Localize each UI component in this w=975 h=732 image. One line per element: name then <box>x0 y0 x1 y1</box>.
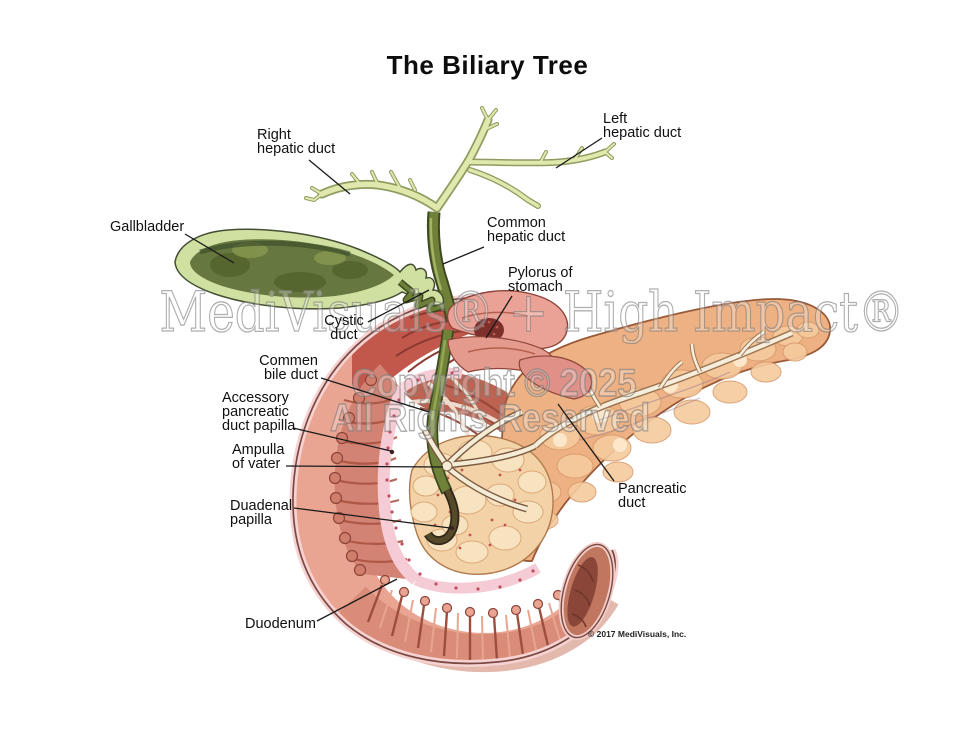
leader-lines <box>184 137 615 622</box>
watermark-brand: MediVisuals® + High Impact® <box>160 280 905 344</box>
label-right-hepatic-duct: Right hepatic duct <box>257 127 336 157</box>
gallbladder-graphic <box>174 228 445 314</box>
common-bile-duct-graphic <box>389 329 460 546</box>
pylorus-graphic <box>446 290 593 400</box>
leader-duodenal-papilla <box>293 507 451 529</box>
watermarks: MediVisuals® + High Impact® Copyright © … <box>159 279 905 440</box>
pancreas-graphic <box>498 298 831 562</box>
label-accessory-papilla: Accessory pancreatic duct papilla <box>222 390 296 434</box>
leader-common-bile-duct <box>320 377 430 413</box>
label-gallbladder: Gallbladder <box>110 219 185 235</box>
pancreatic-duct-graphic <box>421 329 794 513</box>
label-left-hepatic-duct: Left hepatic duct <box>603 111 682 141</box>
leader-ampulla <box>285 465 444 468</box>
leader-right-hepatic-duct <box>308 159 351 195</box>
label-ampulla: Ampulla of vater <box>232 442 285 472</box>
copyright-credit: © 2017 MediVisuals, Inc. <box>588 629 687 639</box>
leader-pylorus <box>485 295 513 339</box>
leader-accessory-papilla <box>292 427 392 452</box>
label-pylorus: Pylorus of stomach <box>508 265 573 295</box>
label-common-hepatic-duct: Common hepatic duct <box>487 215 566 245</box>
page-title: The Biliary Tree <box>386 50 589 80</box>
label-duodenum: Duodenum <box>245 616 316 632</box>
watermark-rights: All Rights Reserved <box>330 397 650 440</box>
label-cystic-duct: Cystic duct <box>324 313 364 343</box>
label-common-bile-duct: Commen bile duct <box>259 353 318 383</box>
hepatic-duct-tree-graphic <box>304 106 616 213</box>
duodenum-graphic <box>289 294 619 673</box>
leader-left-hepatic-duct <box>555 137 603 169</box>
duodenal-papilla-dot <box>449 525 455 531</box>
leader-common-hepatic-duct <box>442 246 485 265</box>
leader-cystic-duct <box>367 289 430 323</box>
leader-gallbladder <box>184 233 235 264</box>
label-duodenal-papilla: Duadenal papilla <box>230 498 293 528</box>
watermark-copyright: Copyright © 2025 <box>352 362 637 405</box>
leader-pancreatic-duct <box>557 403 615 482</box>
leader-duodenum <box>316 578 398 622</box>
label-pancreatic-duct: Pancreatic duct <box>618 481 687 511</box>
